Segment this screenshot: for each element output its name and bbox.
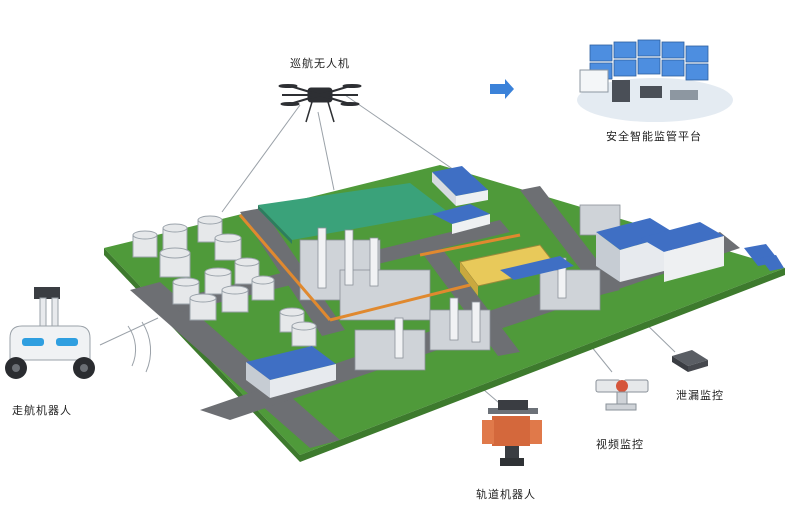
drone-link-mid [317,111,335,191]
process-units [299,204,621,371]
ground-edge-right [300,268,785,462]
drone-icon [278,84,362,123]
rail-robot-icon [482,400,542,466]
patrol-robot-icon [5,287,95,379]
buildings [246,166,784,398]
columns [317,227,567,359]
water-pool [258,183,448,240]
leak-sensor-icon [672,350,708,372]
signal-arc-2 [141,321,152,373]
rail-robot-label: 轨道机器人 [476,488,536,501]
drone-label: 巡航无人机 [290,57,350,70]
video-label: 视频监控 [596,438,644,451]
monitor-wall-icon [577,39,733,122]
drone-link-left [221,104,301,213]
pipe-racks [238,214,521,322]
patrol-robot-label: 走航机器人 [12,404,72,417]
signal-arc-1 [127,325,137,367]
arrow-right-icon [490,79,514,99]
platform-label: 安全智能监管平台 [606,130,702,143]
camera-icon [595,379,649,411]
leak-label: 泄漏监控 [676,389,724,402]
storage-tanks [132,215,317,347]
robot-link [99,317,159,346]
